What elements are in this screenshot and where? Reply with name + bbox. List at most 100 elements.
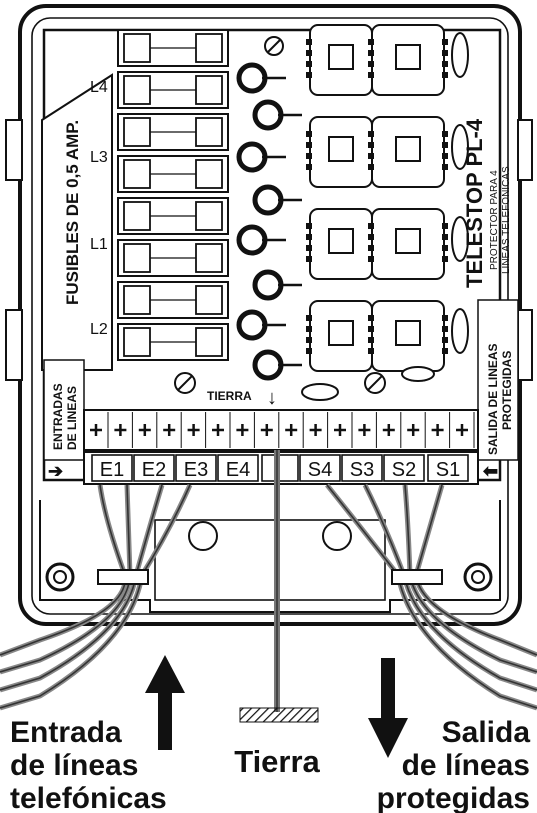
module-core	[328, 320, 354, 346]
io-label-e3: E3	[184, 459, 208, 481]
fuse-label-l2: L2	[90, 321, 108, 338]
side-right-line1: SALIDA DE LINEAS	[486, 343, 500, 455]
caption-right-line1: Salida	[442, 716, 531, 749]
module-pin	[368, 245, 374, 251]
module-core	[395, 320, 421, 346]
module-pin	[442, 142, 448, 148]
io-cell	[383, 454, 425, 482]
terminal-screw	[382, 412, 402, 448]
module-pin	[442, 131, 448, 137]
module-pin	[368, 223, 374, 229]
caption-left-line3: telefónicas	[10, 782, 167, 813]
caption-left-line1: Entrada	[10, 716, 122, 749]
module-pin	[306, 72, 312, 78]
varistor-body	[252, 349, 284, 381]
terminal-screw	[114, 412, 133, 448]
io-label-e2: E2	[142, 459, 166, 481]
fuse-clip	[195, 201, 223, 231]
terminal-screw	[309, 412, 329, 448]
io-label-e4: E4	[226, 459, 250, 481]
terminal-screw	[358, 412, 377, 448]
varistor-body	[236, 62, 268, 94]
terminal-screw	[334, 412, 353, 448]
terminal-screw	[212, 412, 231, 448]
io-cell	[217, 454, 259, 482]
module-core	[328, 136, 354, 162]
tierra-small-label: TIERRA	[207, 389, 252, 403]
product-subtitle-2: LINEAS TELEFÓNICAS	[499, 166, 512, 274]
fuse-clip	[195, 117, 223, 147]
module-pin	[306, 256, 312, 262]
fuse-clip	[195, 243, 223, 273]
module-pin	[442, 72, 448, 78]
protection-module	[306, 300, 376, 372]
module-pin	[442, 50, 448, 56]
module-pin	[306, 223, 312, 229]
terminal-screw	[431, 412, 451, 448]
varistor-array	[236, 62, 302, 381]
terminal-screw	[236, 412, 255, 448]
varistor-body	[236, 141, 268, 173]
module-pin	[306, 337, 312, 343]
caption-left-line2: de líneas	[10, 749, 138, 782]
varistor	[252, 349, 302, 381]
module-pin	[306, 315, 312, 321]
fuse-holder	[117, 239, 229, 277]
module-pin	[306, 164, 312, 170]
module-pin	[306, 50, 312, 56]
module-pin	[442, 337, 448, 343]
protection-module	[368, 300, 448, 372]
protection-module	[368, 208, 448, 280]
terminal-screw	[285, 412, 304, 448]
terminal-block	[83, 409, 479, 451]
protection-module	[306, 24, 376, 96]
module-core	[328, 44, 354, 70]
module-core	[395, 44, 421, 70]
module-pin	[442, 61, 448, 67]
fuse-holder	[117, 281, 229, 319]
io-cell	[341, 454, 383, 482]
capacitor	[451, 32, 469, 78]
fuse-clip	[123, 33, 151, 63]
ground-wire	[239, 450, 319, 723]
protection-module	[306, 208, 376, 280]
capacitor	[451, 308, 469, 354]
protection-module	[368, 24, 448, 96]
varistor	[252, 99, 302, 131]
module-pin	[306, 142, 312, 148]
fuse-clip	[123, 201, 151, 231]
module-pin	[368, 164, 374, 170]
fuse-clip	[195, 285, 223, 315]
module-pin	[306, 234, 312, 240]
arrow-left-icon: ⬅	[482, 461, 498, 481]
module-pin	[442, 326, 448, 332]
fuse-clip	[195, 33, 223, 63]
module-pin	[306, 131, 312, 137]
fuse-array	[117, 29, 229, 361]
terminal-screw	[163, 412, 182, 448]
varistor-body	[252, 184, 284, 216]
module-pin	[368, 153, 374, 159]
fuse-holder	[117, 197, 229, 235]
fuse-clip	[123, 159, 151, 189]
module-core	[395, 228, 421, 254]
fuse-clip	[123, 327, 151, 357]
module-pin	[306, 61, 312, 67]
module-pin	[442, 256, 448, 262]
fuse-clip	[123, 75, 151, 105]
module-core	[395, 136, 421, 162]
side-left-line1: ENTRADAS	[51, 383, 65, 450]
caption-right: Salida de líneas protegidas	[377, 716, 531, 813]
product-subtitle-1: PROTECTOR PARA 4	[489, 170, 500, 270]
terminal-screw	[90, 412, 109, 448]
side-left-line2: DE LINEAS	[65, 386, 79, 450]
varistor	[236, 309, 286, 341]
module-pin	[442, 348, 448, 354]
module-pin	[368, 337, 374, 343]
module-pin	[368, 142, 374, 148]
board-screws	[174, 36, 435, 401]
fuse-label-l1: L1	[90, 236, 108, 253]
tierra-arrow-icon: ↓	[267, 387, 277, 409]
